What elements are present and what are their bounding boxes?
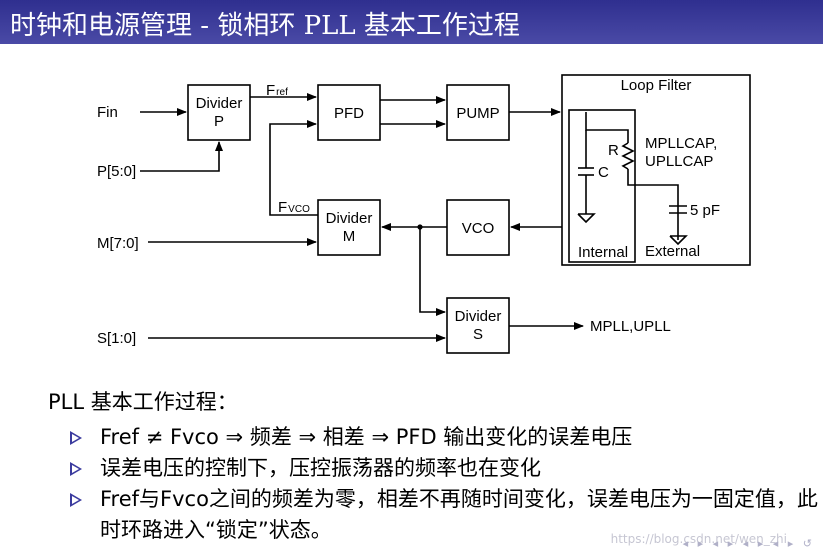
divider-p-block (187, 84, 251, 141)
title-bar: 时钟和电源管理 - 锁相环 PLL 基本工作过程 (0, 0, 823, 44)
external-label: External (645, 243, 700, 260)
fin-label: Fin (97, 104, 118, 121)
capacitor-label: C (598, 164, 609, 181)
divider-s-label-1: Divider (455, 308, 502, 325)
pump-label: PUMP (456, 105, 499, 122)
s-input-label: S[1:0] (97, 330, 136, 347)
output-label: MPLL,UPLL (590, 318, 671, 335)
pfd-label: PFD (334, 105, 364, 122)
divider-m-block (317, 199, 381, 256)
bullet-item: Fref与Fvco之间的频差为零，相差不再随时间变化，误差电压为一固定值，此时环… (48, 484, 818, 546)
bullet-text-3: Fref与Fvco之间的频差为零，相差不再随时间变化，误差电压为一固定值，此时环… (100, 487, 818, 542)
bullet-item: Fref ≠ Fvco ⇒ 频差 ⇒ 相差 ⇒ PFD 输出变化的误差电压 (48, 422, 818, 453)
external-cap-label: 5 pF (690, 202, 720, 219)
pll-block-diagram: Fin P[5:0] M[7:0] S[1:0] Divider P PFD P… (97, 74, 751, 354)
vco-junction-dot (417, 224, 423, 230)
fvco-label: FVCO (278, 199, 310, 216)
triangle-bullet-icon (70, 431, 82, 445)
slide-title: 时钟和电源管理 - 锁相环 PLL 基本工作过程 (10, 11, 520, 41)
divider-m-label-2: M (343, 228, 356, 245)
explanation-text: PLL 基本工作过程： Fref ≠ Fvco ⇒ 频差 ⇒ 相差 ⇒ PFD … (48, 386, 818, 546)
resistor-label: R (608, 142, 619, 159)
fref-label: Fref (266, 82, 288, 99)
divider-m-label-1: Divider (326, 210, 373, 227)
vco-label: VCO (462, 220, 495, 237)
loop-filter-box (561, 74, 751, 266)
slide-navigation-icons[interactable]: ◂ ▸ ◂ ▸ ◂ ▸ ◂ ▸ ↺ (682, 537, 815, 550)
bullet-text-1: Fref ≠ Fvco ⇒ 频差 ⇒ 相差 ⇒ PFD 输出变化的误差电压 (100, 425, 633, 449)
divider-s-label-2: S (473, 326, 483, 343)
explanation-heading: PLL 基本工作过程： (48, 390, 238, 414)
divider-p-label-1: Divider (196, 95, 243, 112)
cap-pin-label-1: MPLLCAP, (645, 135, 717, 152)
internal-box (568, 109, 636, 263)
cap-pin-label-2: UPLLCAP (645, 153, 713, 170)
m-input-label: M[7:0] (97, 235, 139, 252)
watermark: https://blog.csdn.net/wen_zhi (610, 532, 787, 546)
divider-p-label-2: P (214, 113, 224, 130)
bullet-text-2: 误差电压的控制下，压控振荡器的频率也在变化 (100, 456, 541, 480)
pfd-block (317, 84, 381, 141)
loop-filter-title: Loop Filter (621, 77, 692, 94)
bullet-item: 误差电压的控制下，压控振荡器的频率也在变化 (48, 453, 818, 484)
internal-label: Internal (578, 244, 628, 261)
triangle-bullet-icon (70, 493, 82, 507)
triangle-bullet-icon (70, 462, 82, 476)
p-input-label: P[5:0] (97, 163, 136, 180)
